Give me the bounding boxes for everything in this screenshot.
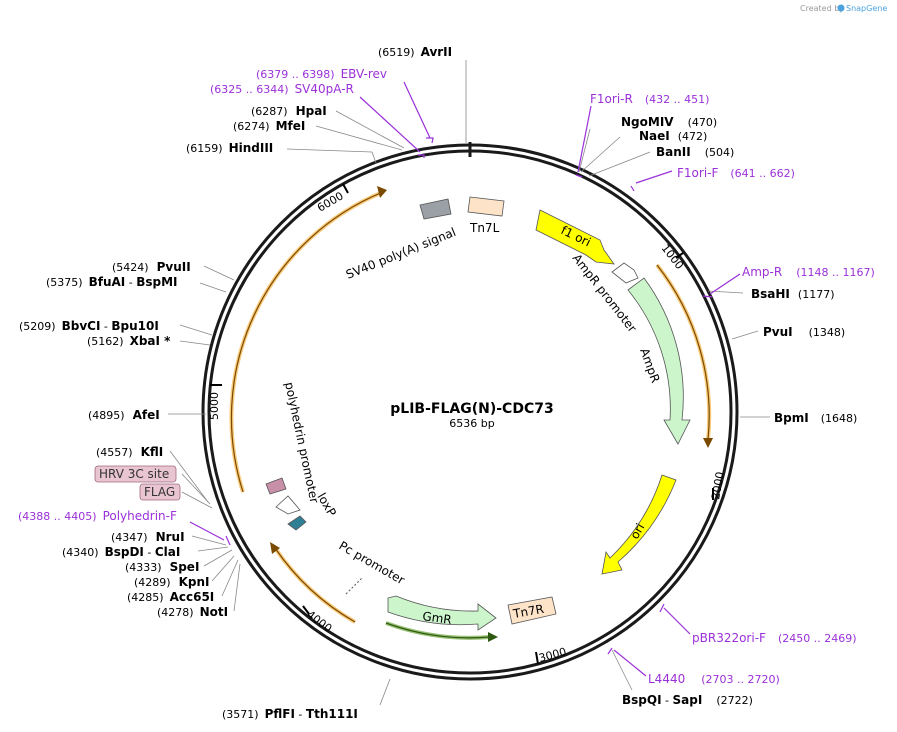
feature-tags: HRV 3C site FLAG (94, 465, 181, 501)
plasmid-length: 6536 bp (449, 417, 494, 430)
feature-label-gmr: GmR (422, 609, 453, 627)
orf-arc-ampr-region-core (656, 264, 710, 441)
feature-ori[interactable] (601, 474, 677, 575)
feature-loxp[interactable] (287, 515, 307, 531)
feature-pc-promoter[interactable] (345, 577, 363, 595)
tick-label-5000: 5000 (208, 392, 221, 420)
orf-arc-left-arrowhead (377, 186, 387, 198)
feature-gmr[interactable] (387, 595, 497, 631)
feature-label-ampr-promoter: AmpR promoter (570, 251, 640, 335)
site-xbai[interactable]: (5162)XbaI * (87, 334, 171, 348)
orf-arc-bottom-left-arrowhead (270, 542, 280, 554)
site-bspqi[interactable]: BspQI - SapI(2722) (622, 693, 753, 707)
feature-ampr[interactable] (627, 277, 691, 445)
feature-tn7r[interactable] (507, 596, 557, 625)
primer-f1ori-f[interactable]: F1ori-F(641 .. 662) (677, 166, 795, 180)
feature-sv40-polya[interactable] (419, 198, 452, 220)
feature-polyhedrin-tag[interactable] (265, 477, 287, 495)
tag-label-hrv3c: HRV 3C site (99, 467, 169, 481)
feature-label-ori: ori (627, 521, 647, 542)
tick-mark-3000 (535, 651, 539, 665)
site-spei[interactable]: (4333)SpeI (125, 560, 199, 574)
site-bpmi[interactable]: BpmI(1648) (774, 411, 857, 425)
snapgene-logo-icon (837, 4, 845, 12)
orange-orf-arcs (229, 186, 713, 642)
feature-label-pc-promoter: Pc promoter (337, 538, 408, 587)
orf-arc-bottom-left-core (274, 547, 356, 623)
primer-pbr322ori-f[interactable]: pBR322ori-F(2450 .. 2469) (692, 631, 857, 645)
site-noti[interactable]: (4278)NotI (157, 605, 228, 619)
feature-ampr-promoter[interactable] (611, 262, 639, 284)
feature-f1-ori[interactable] (535, 209, 615, 265)
feature-polyhedrin-promoter[interactable] (275, 495, 301, 515)
plasmid-name: pLIB-FLAG(N)-CDC73 (390, 401, 553, 417)
credit-brand: SnapGene (846, 4, 887, 13)
feature-label-loxp: loxP (314, 491, 338, 519)
orf-arc-left-core (230, 191, 384, 493)
tick-mark-1000 (675, 252, 684, 259)
tick-label-1000: 1000 (659, 242, 686, 272)
site-leader-lines (168, 60, 770, 706)
primer-leader-lines (189, 81, 741, 677)
feature-label-ampr: AmpR (637, 346, 662, 384)
credit-text: Created by (800, 4, 844, 13)
tick-mark-6000 (342, 183, 349, 194)
site-kpni[interactable]: (4289)KpnI (134, 575, 209, 589)
site-bspdi[interactable]: (4340)BspDI - ClaI (62, 545, 180, 559)
site-hindiii[interactable]: (6159)HindIII (186, 141, 273, 155)
primer-ebv-rev[interactable]: (6379 .. 6398)EBV-rev (256, 67, 387, 81)
feature-tn7l[interactable] (467, 196, 505, 217)
primer-f1ori-r[interactable]: F1ori-R(432 .. 451) (590, 92, 709, 106)
site-nrui[interactable]: (4347)NruI (111, 530, 185, 544)
site-hpai[interactable]: (6287)HpaI (251, 104, 327, 118)
site-banii[interactable]: BanII(504) (656, 145, 734, 159)
tag-box-hrv3c[interactable] (94, 465, 177, 483)
site-bbvci[interactable]: (5209)BbvCI - Bpu10I (19, 319, 159, 333)
site-acc65i[interactable]: (4285)Acc65I (127, 590, 214, 604)
primer-l4440[interactable]: L4440(2703 .. 2720) (648, 672, 780, 686)
primer-polyhedrin-f[interactable]: (4388 .. 4405)Polyhedrin-F (18, 509, 177, 523)
site-afei[interactable]: (4895)AfeI (88, 408, 160, 422)
tick-label-2000: 2000 (709, 471, 727, 501)
feature-label-tn7r: Tn7R (511, 602, 545, 621)
feature-label-tn7l: Tn7L (469, 221, 500, 235)
orf-arc-gmr-arrowhead (488, 632, 498, 642)
site-pflfi[interactable]: (3571)PflFI - Tth111I (222, 707, 358, 721)
feature-label-sv40-polya: SV40 poly(A) signal (344, 225, 458, 282)
site-bsahi[interactable]: BsaHI(1177) (751, 287, 834, 301)
tag-box-flag[interactable] (139, 483, 181, 501)
site-kfli[interactable]: (4557)KflI (96, 445, 163, 459)
tick-mark-4000 (302, 605, 310, 615)
site-bfuai[interactable]: (5375)BfuAI - BspMI (46, 275, 178, 289)
site-avrii[interactable]: (6519)AvrII (378, 45, 452, 59)
feature-label-polyhedrin-promoter: polyhedrin promoter (282, 381, 321, 505)
site-mfei[interactable]: (6274)MfeI (233, 119, 305, 133)
site-pvui[interactable]: PvuI(1348) (763, 325, 845, 339)
site-pvuii[interactable]: (5424)PvuII (112, 260, 191, 274)
orf-arc-ampr-arrowhead (703, 438, 713, 448)
site-ngomiv[interactable]: NgoMIV(470) (621, 115, 717, 129)
site-naei[interactable]: NaeI(472) (639, 129, 707, 143)
primers: (6379 .. 6398)EBV-rev (6325 .. 6344)SV40… (18, 67, 875, 686)
orf-arc-gmr-core (385, 622, 491, 639)
primer-sv40pa-r[interactable]: (6325 .. 6344)SV40pA-R (210, 82, 354, 96)
tag-label-flag: FLAG (144, 485, 175, 499)
restriction-sites: (6519)AvrII NgoMIV(470) NaeI(472) BanII(… (19, 45, 857, 721)
primer-amp-r[interactable]: Amp-R(1148 .. 1167) (742, 265, 875, 279)
